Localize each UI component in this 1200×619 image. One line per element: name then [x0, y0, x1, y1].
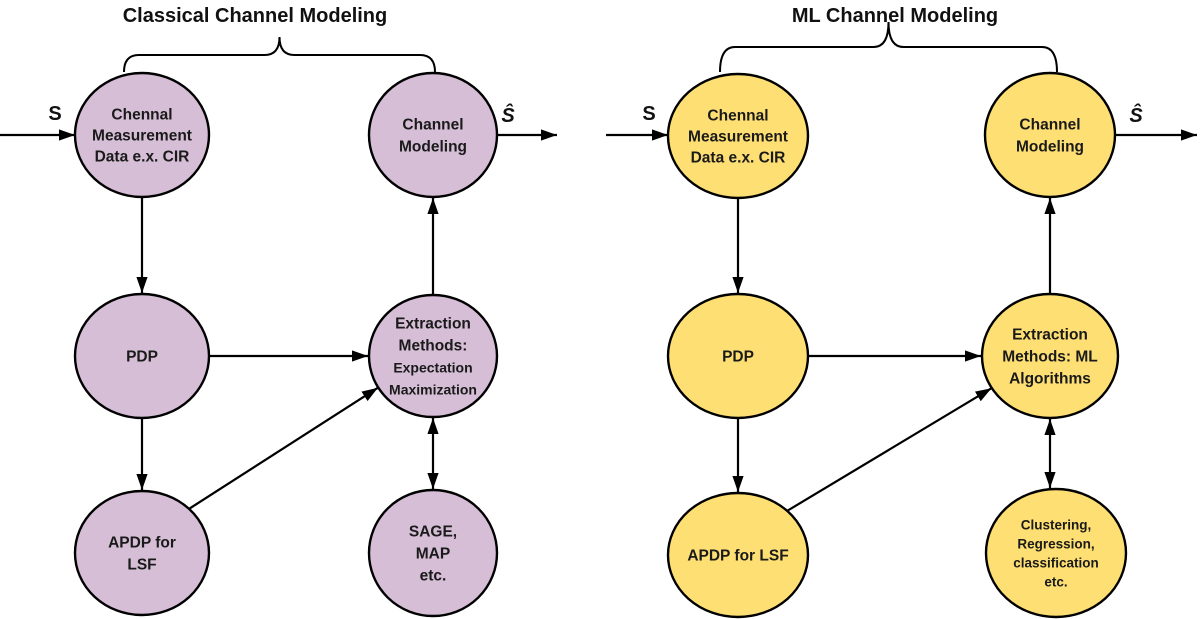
- classical-brace: [123, 36, 436, 73]
- node-algorithms-shape: [984, 487, 1128, 619]
- node-label-line: Regression,: [1017, 536, 1094, 551]
- node-channel-modeling-shape: [367, 71, 499, 199]
- node-label-line: Data e.x. CIR: [95, 149, 190, 166]
- node-pdp: PDP: [73, 292, 211, 420]
- node-extraction-shape: [980, 292, 1120, 420]
- node-label-line: MAP: [416, 546, 450, 563]
- node-label-line: Chennal: [111, 107, 172, 124]
- ml-brace: [719, 21, 1058, 73]
- ml-edge-apdp-extraction: [786, 387, 993, 512]
- node-label-line: classification: [1013, 555, 1099, 570]
- node-algorithms: Clustering, Regression, classification etc.: [984, 487, 1128, 619]
- classical-edge-apdp-extraction: [188, 386, 379, 510]
- node-label-line: Channel: [402, 117, 463, 134]
- node-label-line: Methods: ML: [1002, 349, 1098, 366]
- node-label-line: Extraction: [395, 316, 471, 333]
- node-label-line: Measurement: [688, 129, 788, 146]
- node-label-line: Algorithms: [1009, 371, 1091, 388]
- node-label-line: Methods:: [399, 338, 468, 355]
- node-apdp-shape: [73, 489, 211, 617]
- node-apdp: APDP for LSF: [666, 491, 810, 619]
- node-algorithms: SAGE, MAP etc.: [367, 488, 499, 618]
- node-label-line: etc.: [420, 568, 447, 585]
- node-measurement-shape: [666, 72, 810, 200]
- node-label-line: APDP for LSF: [687, 548, 788, 565]
- classical-title: Classical Channel Modeling: [123, 5, 388, 27]
- classical-input-symbol: S: [48, 103, 61, 125]
- node-apdp-shape: [666, 491, 810, 619]
- ml-title: ML Channel Modeling: [792, 5, 998, 27]
- classical-output-symbol: Ŝ: [501, 103, 515, 127]
- node-measurement-shape: [73, 71, 211, 199]
- node-extraction-shape: [367, 293, 499, 419]
- node-pdp-shape: [666, 292, 810, 420]
- node-label-line: APDP for: [108, 535, 176, 552]
- node-label-line: Extraction: [1012, 327, 1088, 344]
- node-label-line: Data e.x. CIR: [691, 150, 786, 167]
- ml-input-symbol: S: [642, 103, 655, 125]
- node-label-line: Modeling: [1016, 139, 1084, 156]
- node-label-line: etc.: [1044, 574, 1067, 589]
- node-label-line: Maximization: [389, 382, 477, 398]
- node-label-line: Clustering,: [1021, 517, 1092, 532]
- node-label-line: Channel: [1019, 117, 1080, 134]
- node-label-line: PDP: [722, 349, 754, 366]
- node-label-line: Chennal: [707, 108, 768, 125]
- node-pdp: PDP: [666, 292, 810, 420]
- node-label-line: Expectation: [393, 360, 472, 376]
- node-pdp-shape: [73, 292, 211, 420]
- node-label-line: PDP: [126, 349, 158, 366]
- node-channel-modeling-shape: [983, 71, 1117, 199]
- node-algorithms-shape: [367, 488, 499, 618]
- node-label-line: LSF: [127, 557, 156, 574]
- ml-output-symbol: Ŝ: [1129, 103, 1143, 127]
- node-label-line: Measurement: [92, 128, 192, 145]
- node-label-line: Modeling: [399, 139, 467, 156]
- node-label-line: SAGE,: [409, 524, 457, 541]
